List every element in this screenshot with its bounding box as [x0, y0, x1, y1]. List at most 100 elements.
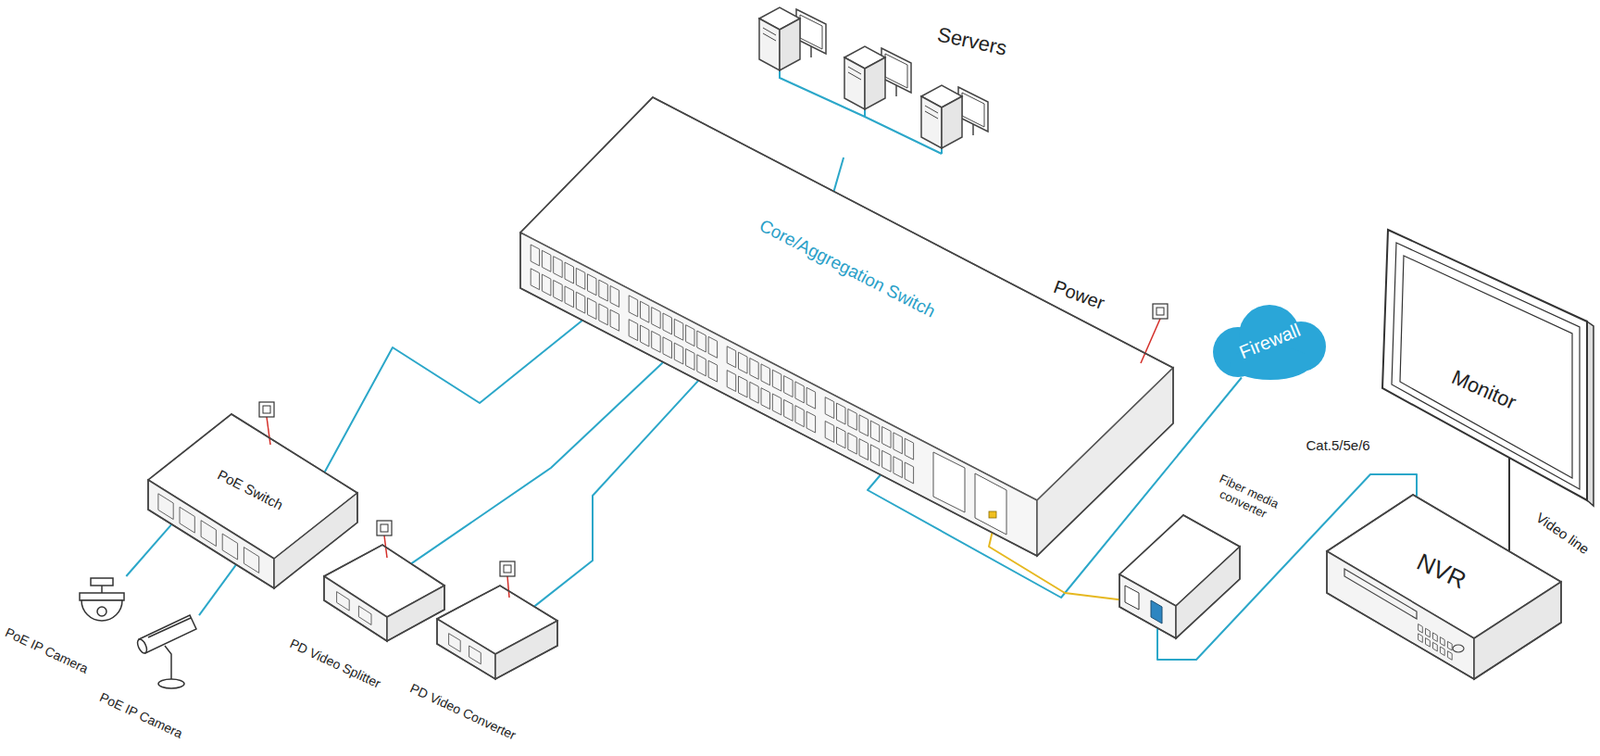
nvr: NVR — [1322, 488, 1567, 686]
poe-switch-drawing — [148, 413, 358, 588]
port — [859, 438, 869, 461]
port — [564, 262, 575, 284]
port — [837, 402, 847, 425]
port — [904, 462, 913, 484]
drawing-part — [1344, 568, 1417, 619]
drawing-part — [158, 678, 185, 688]
port — [893, 456, 903, 478]
converter-drawing — [437, 585, 558, 679]
drawing-part — [503, 564, 512, 573]
drawing-part — [376, 520, 392, 536]
node-shape — [514, 92, 1178, 562]
port — [697, 354, 707, 376]
drawing-part — [759, 7, 826, 71]
node-shape-group — [148, 413, 358, 588]
ip-camera: PoE IP Camera — [3, 569, 134, 679]
drawing-part — [1119, 574, 1176, 638]
device-label: PoE Switch — [214, 465, 286, 513]
node-outline — [1326, 494, 1562, 679]
port — [610, 309, 620, 331]
port — [750, 358, 759, 380]
node-outline — [148, 413, 358, 588]
fiber-media-converter: Fiber media converter — [1111, 458, 1297, 644]
device-label: PoE IP Camera — [97, 688, 186, 741]
port — [587, 274, 598, 296]
node-outline — [437, 585, 558, 679]
drawing-part — [138, 614, 197, 653]
port — [469, 645, 482, 664]
port — [708, 336, 718, 358]
drawing-part — [324, 575, 388, 641]
drawing-part — [921, 85, 988, 149]
port — [1447, 640, 1452, 650]
port — [158, 493, 174, 520]
drawing-part — [97, 606, 107, 616]
port — [1425, 627, 1431, 638]
node-shape-group — [1212, 304, 1326, 380]
fiber-converter-drawing — [1119, 514, 1240, 638]
port — [825, 421, 835, 443]
video-splitter: PD Video Splitter — [274, 525, 450, 691]
drawing-part — [1587, 321, 1594, 506]
node-shape-group — [1119, 514, 1240, 638]
drawing-part — [1391, 242, 1580, 489]
device-label: PoE IP Camera — [2, 624, 91, 676]
port — [726, 346, 737, 368]
port — [651, 307, 662, 329]
cable-label: Cat.5/5e/6 — [1303, 437, 1374, 453]
port — [686, 325, 695, 347]
port — [599, 279, 609, 301]
device-label: PD Video Converter — [407, 679, 518, 742]
cable-connector — [867, 377, 1242, 599]
port — [628, 295, 638, 317]
device-label: NVR — [1412, 548, 1470, 595]
firewall-cloud: Firewall — [1203, 298, 1334, 386]
port — [1447, 650, 1452, 661]
port — [686, 349, 695, 371]
drawing-part — [1152, 303, 1168, 319]
drawing-part — [933, 451, 965, 513]
port — [882, 426, 892, 449]
port — [750, 381, 759, 403]
port — [1418, 624, 1424, 634]
drawing-part — [259, 401, 275, 417]
drawing-part — [90, 577, 113, 586]
port — [651, 330, 662, 352]
device-label: PD Video Splitter — [287, 635, 384, 691]
port — [893, 432, 903, 454]
port — [1439, 637, 1445, 647]
port — [674, 342, 684, 364]
drawing-part — [81, 600, 123, 621]
cable-connector — [834, 157, 845, 192]
port — [640, 325, 650, 347]
port — [358, 605, 372, 625]
drawing-part — [266, 416, 271, 445]
port — [795, 381, 804, 403]
drawing-part — [148, 617, 191, 638]
port — [1439, 646, 1445, 656]
port — [795, 405, 804, 427]
port — [575, 267, 586, 289]
port — [784, 399, 794, 421]
cable-connector — [534, 380, 699, 607]
port — [697, 330, 707, 352]
drawing-part — [1400, 255, 1573, 478]
port — [870, 444, 880, 466]
port — [806, 411, 816, 433]
device-label: Servers — [935, 22, 1009, 61]
cable-connector — [411, 362, 663, 564]
port — [848, 408, 858, 430]
drawing-part — [387, 585, 445, 641]
drawing-part — [79, 592, 125, 600]
port — [674, 318, 684, 340]
drawing-part — [495, 620, 558, 679]
drawing-part — [520, 232, 1038, 556]
port — [806, 387, 816, 409]
cable-connector — [125, 524, 172, 576]
port — [610, 286, 620, 308]
port — [761, 387, 771, 410]
drawing-part — [262, 405, 271, 413]
nvr-drawing — [1326, 494, 1562, 679]
port — [530, 244, 539, 266]
